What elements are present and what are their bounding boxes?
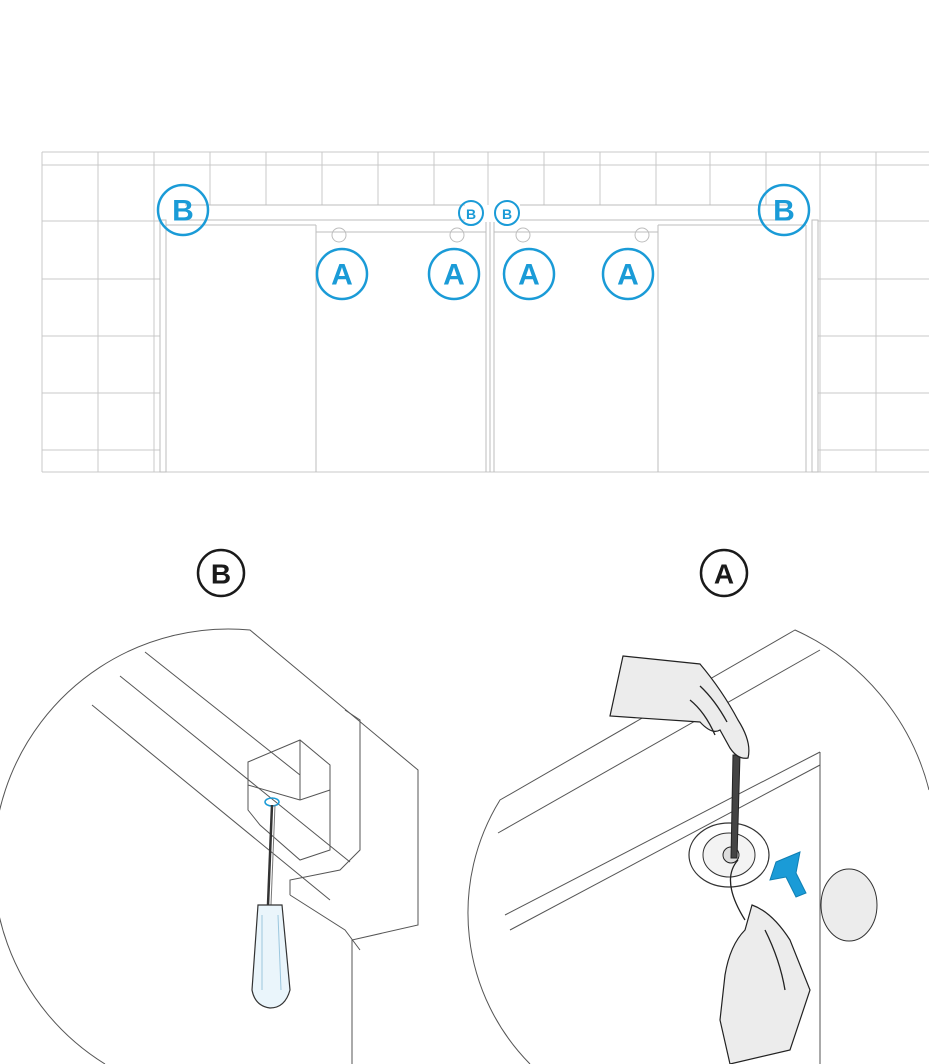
label-a-1: A bbox=[315, 247, 369, 301]
svg-text:B: B bbox=[466, 206, 476, 222]
detail-b-heading: B bbox=[196, 548, 246, 598]
roller-wheels bbox=[331, 227, 650, 243]
arrow-icon bbox=[769, 851, 807, 898]
hand-icon bbox=[609, 655, 811, 1064]
label-b-mid-left: B bbox=[458, 200, 484, 226]
label-a-3: A bbox=[502, 247, 556, 301]
svg-text:B: B bbox=[773, 195, 795, 228]
label-a-2: A bbox=[427, 247, 481, 301]
door-frame bbox=[159, 204, 819, 473]
roller-wheel-icon bbox=[688, 822, 770, 888]
label-a-4: A bbox=[601, 247, 655, 301]
svg-text:A: A bbox=[714, 559, 734, 590]
screwdriver-icon bbox=[251, 797, 291, 1009]
svg-text:A: A bbox=[518, 259, 540, 292]
svg-text:B: B bbox=[211, 559, 231, 590]
svg-text:B: B bbox=[502, 206, 512, 222]
svg-text:B: B bbox=[172, 195, 194, 228]
svg-text:A: A bbox=[617, 259, 639, 292]
svg-text:A: A bbox=[443, 259, 465, 292]
detail-b-circle bbox=[0, 628, 419, 1064]
detail-a-circle bbox=[467, 629, 929, 1064]
label-b-right: B bbox=[757, 183, 811, 237]
detail-a-heading: A bbox=[699, 548, 749, 598]
svg-text:A: A bbox=[331, 259, 353, 292]
label-b-left: B bbox=[156, 183, 210, 237]
label-b-mid-right: B bbox=[494, 200, 520, 226]
